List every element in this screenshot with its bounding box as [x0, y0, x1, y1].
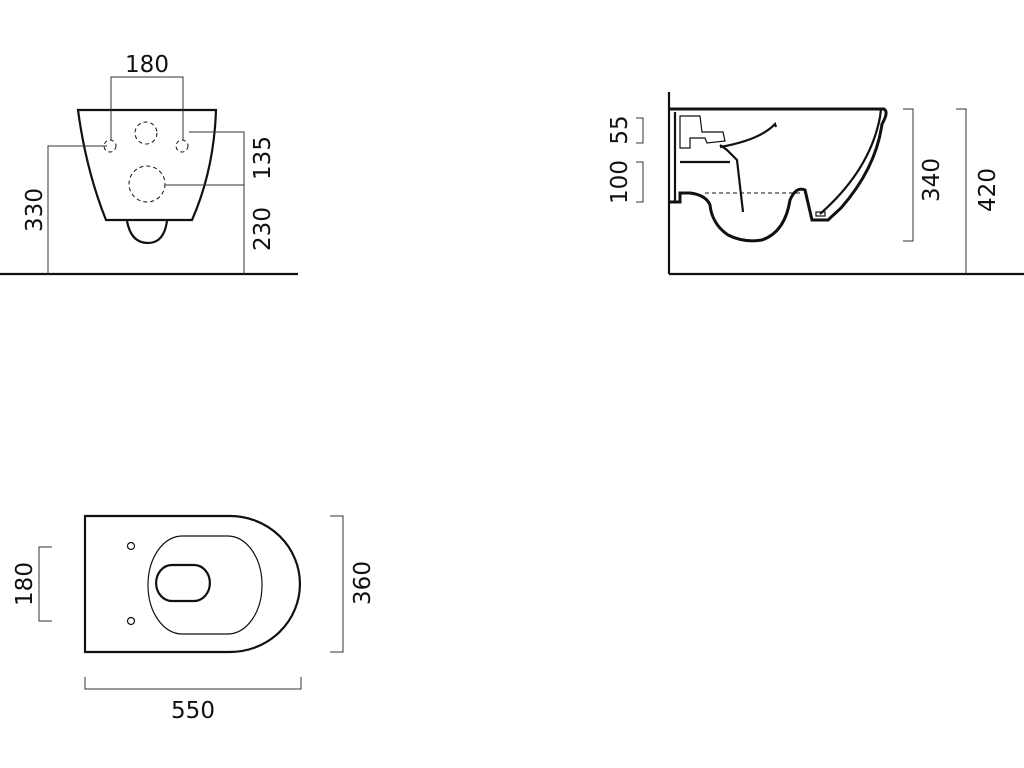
trap-inner — [719, 144, 745, 213]
dimline-outlet-diameter — [636, 161, 644, 203]
bowl-water-area — [155, 563, 211, 603]
dim-hole-spacing-label: 180 — [125, 52, 169, 78]
dim-top-hole-spacing-label: 180 — [12, 562, 38, 606]
inlet-hole-icon — [134, 121, 158, 145]
dim-inlet-offset-label: 55 — [607, 115, 633, 144]
bowl-top-outline — [83, 514, 302, 654]
bowl-front-outline — [76, 108, 218, 222]
fixing-hole-right-icon — [175, 139, 189, 153]
seat-hole-bottom-icon — [126, 616, 136, 626]
bowl-side-outline — [669, 107, 888, 243]
bowl-front-foot — [125, 220, 169, 245]
dimline-total-height — [47, 145, 107, 274]
dimline-top-hole-spacing — [38, 546, 52, 622]
dim-outlet-height-label: 230 — [250, 207, 276, 251]
dim-rim-height-label: 420 — [975, 168, 1001, 212]
dim-bowl-height-label: 340 — [919, 158, 945, 202]
dimline-fixing-level — [189, 131, 245, 274]
dim-fixing-to-outlet-label: 135 — [250, 136, 276, 180]
dimline-hole-spacing — [110, 76, 184, 140]
side-view: 55 100 340 420 — [607, 92, 1024, 276]
inner-curve — [719, 121, 778, 149]
bowl-rim-inner — [147, 535, 263, 635]
outlet-marker — [815, 211, 826, 217]
dim-width-label: 360 — [350, 561, 376, 605]
dim-height-total-label: 330 — [22, 188, 48, 232]
inlet-pipe — [673, 112, 730, 202]
top-view: 180 360 550 — [12, 514, 376, 724]
bowl-side-inner — [736, 107, 883, 215]
dimline-width — [330, 515, 344, 653]
dimline-rim-height — [956, 108, 967, 274]
seat-hole-top-icon — [126, 541, 136, 551]
dimline-length — [84, 677, 302, 690]
dimline-inlet-offset — [636, 117, 644, 144]
dimline-bowl-height — [903, 108, 914, 242]
outlet-hole-icon — [128, 165, 166, 203]
flush-channel — [679, 115, 726, 149]
dim-outlet-diameter-label: 100 — [607, 160, 633, 204]
dim-length-label: 550 — [171, 698, 215, 724]
fixing-hole-left-icon — [103, 139, 117, 153]
front-view: 180 330 135 230 — [0, 52, 298, 276]
